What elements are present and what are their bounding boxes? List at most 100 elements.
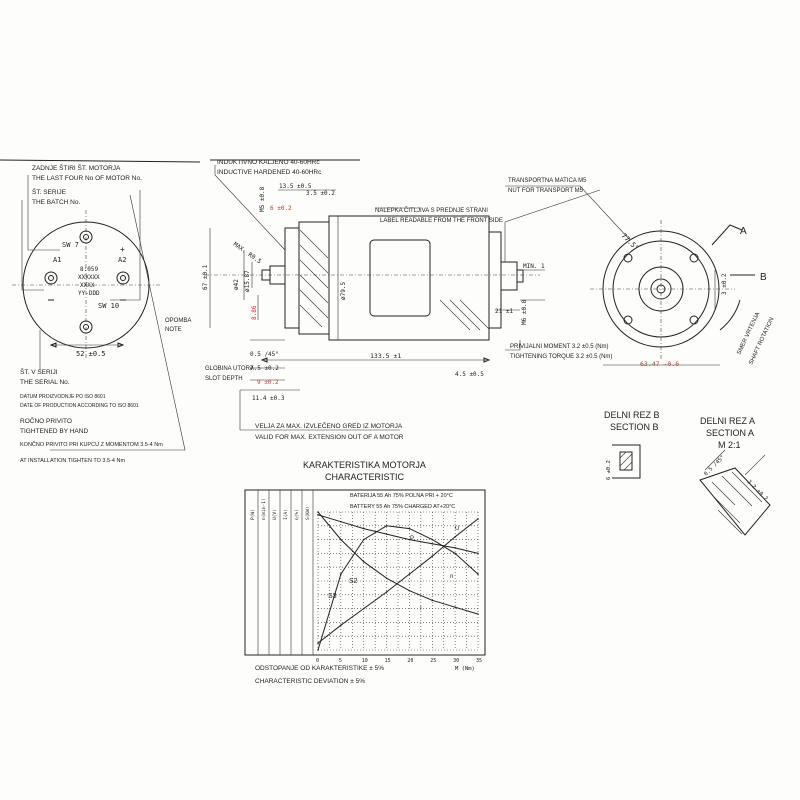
nut-en: NUT FOR TRANSPORT M5 xyxy=(508,188,584,194)
chart-grid xyxy=(317,511,479,651)
curve-label-u: U xyxy=(455,526,459,532)
dim-63-47: 63.47 -0.6 xyxy=(640,360,679,368)
chart-column-head: S(KW) xyxy=(305,506,311,520)
nut-sl: TRANSPORTNA MATICA M5 xyxy=(508,178,587,184)
serial-no-sl: ŠT. V SERIJI xyxy=(20,367,58,376)
chart-x-tick: 15 xyxy=(385,658,391,664)
chart-point xyxy=(317,649,319,651)
terminal-bottom xyxy=(79,320,93,334)
chart-point xyxy=(454,606,456,609)
label-note-sl: NALEPKA ČITLJIVA S PREDNJE STRANI xyxy=(375,207,488,214)
chart-column-head: P(W) xyxy=(250,509,256,520)
hand-tight-en: TIGHTENED BY HAND xyxy=(20,428,88,435)
dim-3-5: 3.5 ±0.2 xyxy=(306,190,335,197)
dim-15-87: ø15.87 xyxy=(244,270,251,292)
torque-sl: PRIVIJALNI MOMENT 3.2 ±0.5 (Nm) xyxy=(510,344,609,350)
code-line-2: XXXXXX xyxy=(78,274,100,281)
hardened-en: INDUCTIVE HARDENED 40-60HRc xyxy=(217,169,322,176)
section-b-title-sl: DELNI REZ B xyxy=(604,410,660,420)
chart-series-p xyxy=(317,525,479,651)
chart-column-head: η(%) xyxy=(294,509,300,520)
chart-point xyxy=(431,542,434,545)
chart-point xyxy=(431,555,434,557)
dim-13-5: 13.5 ±0.5 xyxy=(279,183,312,190)
torque-en: TIGHTENING TORQUE 3.2 ±0.5 (Nm) xyxy=(510,354,612,360)
deviation-sl: ODSTOPANJE OD KARAKTERISTIKE ± 5% xyxy=(255,665,384,672)
curve-label-s3: S3 xyxy=(328,593,337,600)
production-date-sl: DATUM PROIZVODNJE PO ISO 8601 xyxy=(20,394,106,400)
sw10-label: SW 10 xyxy=(98,302,119,310)
left-end-view xyxy=(0,159,201,451)
section-b-dim: 6 ±0.2 xyxy=(606,460,612,480)
chart-point xyxy=(362,527,365,530)
dim-4-5: 4.5 ±0.5 xyxy=(455,371,484,378)
side-view xyxy=(205,159,601,431)
chart-point xyxy=(340,624,342,626)
code-line-3: XXXX xyxy=(80,282,95,289)
chart-legend-sl: BATERIJA 55 Ah 75% POLNA PRI + 20°C xyxy=(350,493,453,499)
dim-max-r: MAX. R0.5 xyxy=(232,241,263,266)
chart-point xyxy=(340,538,342,541)
chart-column-head: I(A) xyxy=(283,509,289,520)
chart-curves xyxy=(317,511,479,651)
section-b-title-en: SECTION B xyxy=(610,422,659,432)
section-a-dim1: 0.5 /45° xyxy=(703,454,726,477)
hand-tight-sl: ROČNO PRIVITO xyxy=(20,416,72,425)
chart-point xyxy=(454,552,456,555)
section-a-drawing xyxy=(699,449,771,536)
sw7-label: SW 7 xyxy=(62,241,79,249)
chart-point xyxy=(340,573,342,575)
rear-terminal xyxy=(500,261,518,291)
deviation-en: CHARACTERISTIC DEVIATION ± 5% xyxy=(255,678,365,685)
chart-point xyxy=(477,552,479,555)
chart-column-heads: P(W)n(min-1)U(V)I(A)η(%)S(KW) xyxy=(250,490,314,655)
chart-x-tick: 0 xyxy=(316,658,319,664)
dim-42: ø42 xyxy=(233,279,240,290)
chart-x-tick: 20 xyxy=(407,658,413,664)
chart-point xyxy=(385,577,388,580)
plus-label: + xyxy=(120,245,125,254)
chart-x-tick: 35 xyxy=(476,658,482,664)
dim-m6: M6 ±0.8 xyxy=(521,299,528,325)
serial-no-en: THE SERIAL No. xyxy=(20,379,70,386)
chart-series-i xyxy=(317,518,479,644)
chart-title-sl: KARAKTERISTIKA MOTORJA xyxy=(303,460,426,470)
serial-last-four-en: THE LAST FOUR No OF MOTOR No. xyxy=(32,175,142,182)
chart-x-tick: 5 xyxy=(339,658,342,664)
chart-point xyxy=(317,642,319,644)
serial-last-four-sl: ZADNJE ŠTIRI ŠT. MOTORJA xyxy=(32,163,121,172)
chart-point xyxy=(385,525,388,527)
section-b-drawing xyxy=(612,444,641,479)
chart-point xyxy=(362,538,365,541)
chart-point xyxy=(408,527,411,530)
dim-133-5: 133.5 ±1 xyxy=(370,352,401,360)
dim-6: 6 ±0.2 xyxy=(270,205,292,212)
dim-11-4: 11.4 ±0.3 xyxy=(252,395,285,402)
max-ext-sl: VELJA ZA MAX. IZVLEČENO GRED IZ MOTORJA xyxy=(255,421,403,430)
chart-x-axis-label: M (Nm) xyxy=(455,666,475,672)
chart-point xyxy=(385,533,388,535)
section-a-title-en: SECTION A xyxy=(706,428,754,438)
label-note-en: LABEL READABLE FROM THE FRONT SIDE xyxy=(380,218,503,224)
max-ext-en: VALID FOR MAX. EXTENSION OUT OF A MOTOR xyxy=(255,434,404,441)
chart-point xyxy=(317,513,319,516)
dim-min-1: MIN. 1 xyxy=(523,263,545,270)
chart-point xyxy=(454,536,456,538)
curve-label-s2: S2 xyxy=(349,578,358,585)
chart-x-tick: 25 xyxy=(430,658,436,664)
code-line-1: 8:059 xyxy=(80,266,98,273)
curve-label-i: I xyxy=(420,606,422,612)
label-area xyxy=(369,239,431,317)
dim-3: 3 ±0.2 xyxy=(721,273,728,295)
chart-point xyxy=(408,573,411,575)
chart-series-n xyxy=(317,511,479,615)
chart-point xyxy=(431,599,434,602)
chart-x-tick: 30 xyxy=(453,658,459,664)
chart-point xyxy=(477,613,479,615)
section-b-marker: B xyxy=(760,272,767,283)
section-a-scale: M 2:1 xyxy=(718,440,741,450)
